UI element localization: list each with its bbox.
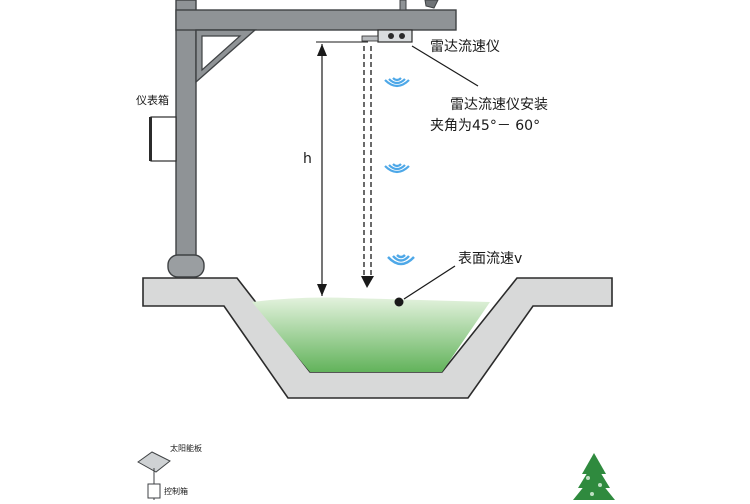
control-box-icon (147, 483, 161, 499)
surface-velocity-point (394, 297, 404, 307)
radar-mount (361, 35, 379, 42)
water-body (252, 297, 490, 372)
instrument-box (150, 116, 177, 162)
instrument-box-label: 仪表箱 (136, 94, 169, 107)
installation-angle-line2: 夹角为45°－ 60° (430, 118, 541, 134)
surface-velocity-pointer (403, 265, 456, 300)
radar-lens-right (399, 33, 405, 39)
arm-upper-post (399, 0, 407, 11)
radar-sensor (377, 29, 413, 43)
mounting-pole (175, 0, 197, 263)
height-arrow-top (317, 44, 327, 56)
radar-flow-meter-label: 雷达流速仪 (430, 39, 500, 55)
arm-upper-bracket (424, 0, 439, 9)
solar-panel-icon (137, 451, 171, 473)
pole-base (167, 254, 205, 278)
brace-inner-cut (201, 35, 242, 72)
radar-beam-arrow (361, 276, 374, 288)
surface-velocity-label: 表面流速v (458, 251, 523, 267)
cross-arm (175, 9, 457, 31)
radar-lens-left (388, 33, 394, 39)
height-label: h (303, 151, 312, 167)
radar-wave-icon (384, 77, 410, 88)
tree-icon (573, 453, 615, 500)
radar-wave-icon (387, 254, 415, 266)
installation-angle-line1: 雷达流速仪安装 (450, 97, 548, 113)
height-arrow-bottom (317, 284, 327, 296)
radar-wave-icon (384, 163, 410, 174)
solar-panel-label: 太阳能板 (170, 444, 202, 453)
instrument-box-side (149, 117, 152, 161)
control-box-label: 控制箱 (164, 487, 188, 496)
radar-label-leader (411, 45, 479, 87)
